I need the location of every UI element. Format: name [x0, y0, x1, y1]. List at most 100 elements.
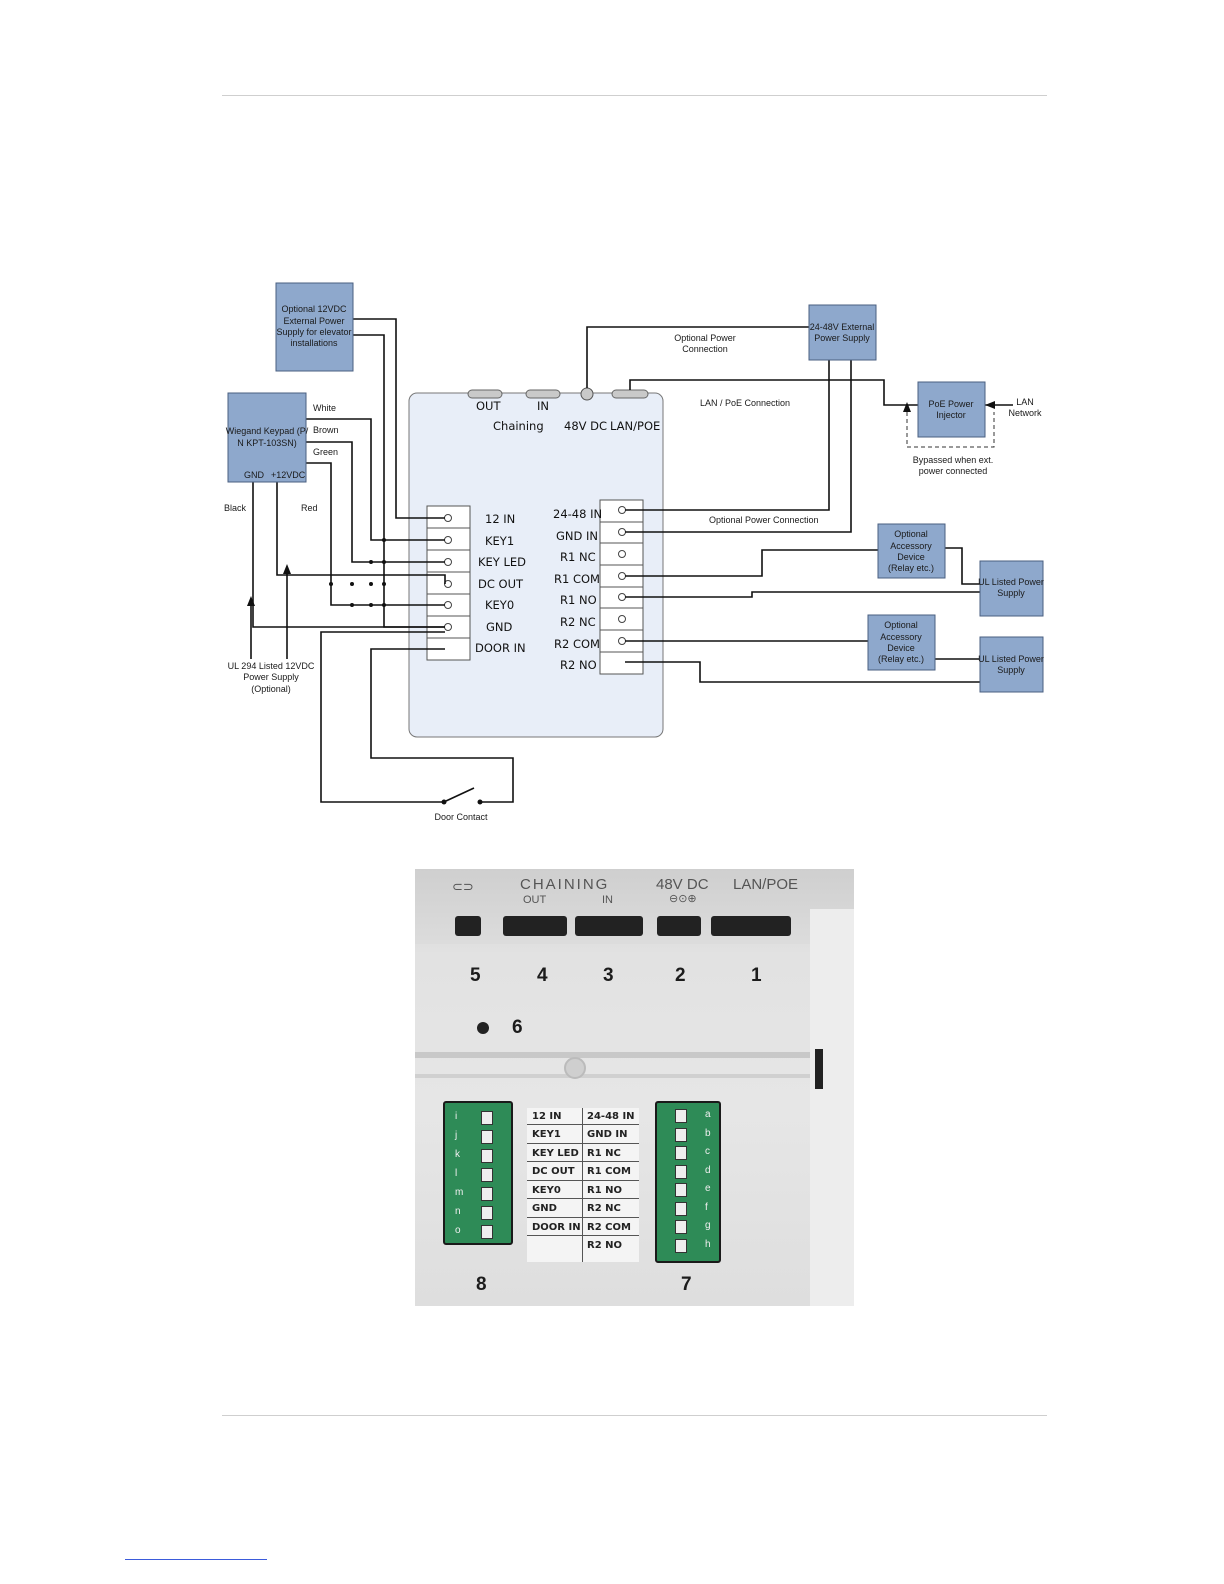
- photo-right-letter-c: c: [705, 1146, 710, 1157]
- right-term-r1com: R1 COM: [554, 572, 600, 586]
- acc1-line2: Accessory: [890, 541, 932, 551]
- ul294-note-3: (Optional): [251, 684, 291, 694]
- photo-left-slot-j: [481, 1130, 493, 1144]
- left-term-gnd: GND: [486, 620, 513, 634]
- bypass-note-2: power connected: [919, 466, 988, 476]
- photo-right-letter-a: a: [705, 1109, 711, 1120]
- photo-left-letter-l: l: [455, 1168, 458, 1179]
- photo-right-edge: [810, 909, 854, 1306]
- keypad-gnd: GND: [244, 470, 265, 480]
- left-term-doorin: DOOR IN: [475, 641, 526, 655]
- photo-left-slot-o: [481, 1225, 493, 1239]
- photo-left-label-gnd: GND: [532, 1203, 557, 1214]
- left-terminal-block: [426, 505, 471, 661]
- photo-port-5: [455, 916, 481, 936]
- photo-num-6: 6: [512, 1017, 523, 1038]
- wiring-lines: [250, 318, 1013, 803]
- photo-left-label-key0: KEY0: [532, 1185, 561, 1196]
- left-term-key0: KEY0: [485, 598, 514, 612]
- ul2-line2: Supply: [997, 665, 1025, 675]
- poe-line2: Injector: [936, 410, 966, 420]
- wiring-diagram: OUT IN Chaining 48V DC LAN/POE 12 IN KEY…: [224, 282, 1044, 822]
- right-term-2448in: 24-48 IN: [553, 507, 602, 521]
- photo-left-letter-n: n: [455, 1206, 461, 1217]
- header-rule: [222, 95, 1047, 96]
- device-photo: ⊂⊃ CHAINING OUT IN 48V DC ⊖⊙⊕ LAN/POE 5 …: [415, 869, 854, 1306]
- photo-left-letter-m: m: [455, 1187, 464, 1198]
- acc2-line2: Accessory: [880, 632, 922, 642]
- photo-right-slot-f: [675, 1202, 687, 1216]
- panel-out-label: OUT: [476, 399, 501, 413]
- photo-left-letter-k: k: [455, 1149, 460, 1160]
- photo-table-rule-1: [527, 1124, 639, 1125]
- photo-num-3: 3: [603, 965, 614, 986]
- photo-right-label-2448in: 24-48 IN: [587, 1111, 635, 1122]
- wire-red-label: Red: [301, 503, 318, 513]
- photo-left-letter-i: i: [455, 1111, 458, 1122]
- panel-chaining-label: Chaining: [493, 419, 544, 433]
- acc2-line4: (Relay etc.): [878, 654, 924, 664]
- acc1-line3: Device: [897, 552, 925, 562]
- photo-right-letter-g: g: [705, 1220, 711, 1231]
- photo-left-label-dcout: DC OUT: [532, 1166, 575, 1177]
- wire-black-label: Black: [224, 503, 247, 513]
- wire-junctions: [329, 538, 483, 805]
- right-term-r2no: R2 NO: [560, 658, 597, 672]
- photo-table-rule-4: [527, 1180, 639, 1181]
- photo-port-4: [503, 916, 567, 936]
- photo-port-3: [575, 916, 643, 936]
- ul2-line1: UL Listed Power: [978, 654, 1044, 664]
- photo-table-rule-5: [527, 1198, 639, 1199]
- ext48-power-box: [808, 304, 877, 361]
- photo-right-label-r2no: R2 NO: [587, 1240, 623, 1251]
- acc1-line4: (Relay etc.): [888, 563, 934, 573]
- panel-lanpoe-label: LAN/POE: [610, 419, 660, 433]
- right-term-r1no: R1 NO: [560, 593, 597, 607]
- wire-brown-label: Brown: [313, 425, 339, 435]
- photo-ridge: [415, 1052, 810, 1058]
- panel-dc48-label: 48V DC: [564, 419, 607, 433]
- chaining-out-connector: [467, 389, 503, 399]
- photo-left-label-doorin: DOOR IN: [532, 1222, 581, 1233]
- photo-lanpoe: LAN/POE: [733, 876, 799, 893]
- ext12-power-line1: Optional 12VDC: [281, 304, 347, 314]
- photo-right-letter-d: d: [705, 1165, 711, 1176]
- photo-terminal-block-left: i j k l m n o: [443, 1101, 513, 1245]
- photo-left-slot-k: [481, 1149, 493, 1163]
- panel-in-label: IN: [537, 399, 549, 413]
- photo-left-slot-m: [481, 1187, 493, 1201]
- ul-supply2-box: [979, 636, 1044, 693]
- poe-line1: PoE Power: [928, 399, 973, 409]
- right-term-r1nc: R1 NC: [560, 550, 596, 564]
- photo-label-table: 12 IN KEY1 KEY LED DC OUT KEY0 GND DOOR …: [527, 1108, 639, 1262]
- photo-left-label-12in: 12 IN: [532, 1111, 562, 1122]
- ul1-line1: UL Listed Power: [978, 577, 1044, 587]
- photo-table-rule-7: [527, 1235, 639, 1236]
- photo-chaining: CHAINING: [520, 876, 610, 893]
- photo-num-1: 1: [751, 965, 762, 986]
- photo-dc48: 48V DC: [656, 876, 709, 893]
- keypad-line1: Wiegand Keypad (P/: [226, 426, 309, 436]
- photo-left-label-keyled: KEY LED: [532, 1148, 579, 1159]
- ul294-note-1: UL 294 Listed 12VDC: [228, 661, 315, 671]
- bypass-note-1: Bypassed when ext.: [913, 455, 994, 465]
- ext48-line1: 24-48V External: [810, 322, 875, 332]
- photo-left-label-key1: KEY1: [532, 1129, 561, 1140]
- ul1-line2: Supply: [997, 588, 1025, 598]
- photo-num-5: 5: [470, 965, 481, 986]
- lan-network-2: Network: [1008, 408, 1042, 418]
- photo-port-1: [711, 916, 791, 936]
- photo-reset-hole: [477, 1022, 489, 1034]
- photo-table-rule-3: [527, 1161, 639, 1162]
- photo-table-divider: [582, 1108, 583, 1262]
- acc1-line1: Optional: [894, 529, 928, 539]
- photo-right-label-r2com: R2 COM: [587, 1222, 631, 1233]
- ul-supply1-box: [979, 560, 1044, 617]
- left-term-12in: 12 IN: [485, 512, 515, 526]
- photo-port-2: [657, 916, 701, 936]
- right-terminal-screws: [618, 506, 626, 645]
- keypad-box: [227, 392, 307, 483]
- keypad-12v: +12VDC: [271, 470, 306, 480]
- lanpoe-connector: [611, 389, 649, 399]
- dc48-connector: [580, 387, 594, 401]
